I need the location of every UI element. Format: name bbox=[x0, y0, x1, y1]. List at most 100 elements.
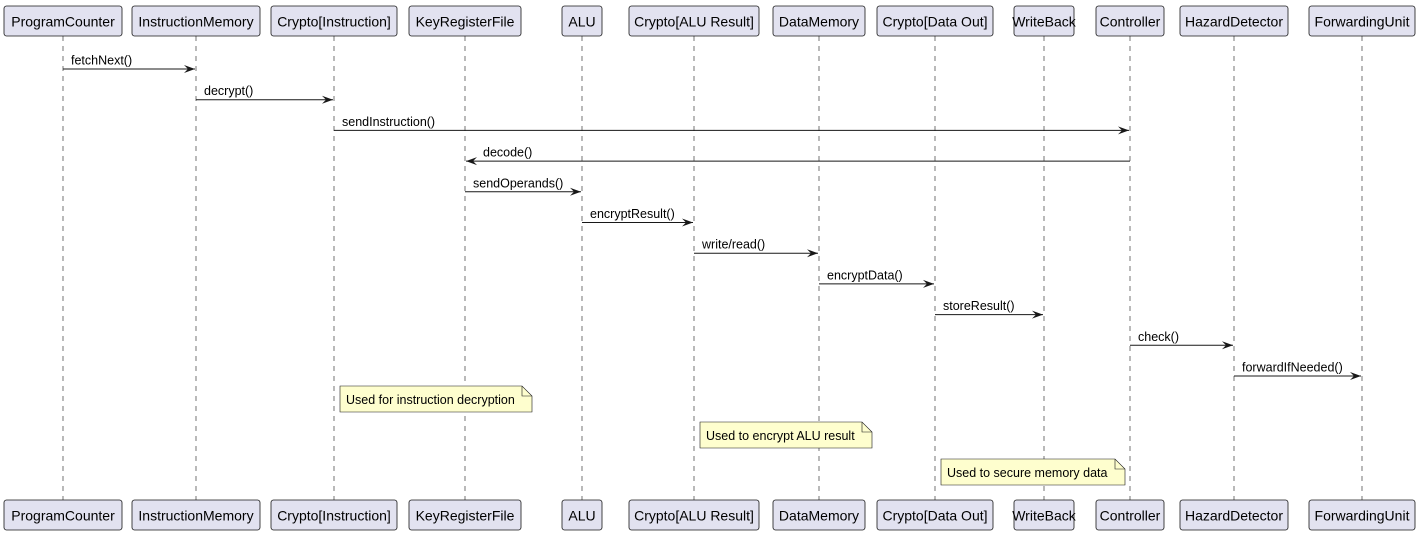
participant-label: ForwardingUnit bbox=[1315, 14, 1410, 30]
participant-box bbox=[1179, 499, 1289, 531]
message-label: write/read() bbox=[701, 238, 765, 252]
participant-box bbox=[628, 499, 760, 531]
note-crypto-data-out: Used to secure memory data bbox=[940, 458, 1126, 486]
participant-label: Crypto[ALU Result] bbox=[634, 508, 754, 524]
participant-top-hazarddetector: HazardDetector bbox=[1179, 5, 1289, 37]
arrowhead-icon bbox=[322, 95, 333, 104]
participant-bottom-keyregisterfile: KeyRegisterFile bbox=[408, 499, 522, 531]
participant-box bbox=[131, 499, 261, 531]
participant-bottom-alu: ALU bbox=[561, 499, 603, 531]
message-write-read: write/read() bbox=[694, 238, 818, 258]
participant-box bbox=[270, 499, 398, 531]
participant-label: InstructionMemory bbox=[138, 14, 253, 30]
participant-box bbox=[772, 5, 866, 37]
note-fold-icon bbox=[861, 422, 872, 433]
arrowhead-icon bbox=[1222, 341, 1233, 350]
participant-box bbox=[561, 499, 603, 531]
message-sendinstruction: sendInstruction() bbox=[334, 115, 1129, 135]
arrowhead-icon bbox=[682, 218, 693, 227]
participant-label: ALU bbox=[568, 508, 595, 524]
message-fetchnext: fetchNext() bbox=[63, 54, 195, 73]
message-decode: decode() bbox=[466, 146, 1130, 166]
participant-box bbox=[270, 5, 398, 37]
participant-top-controller: Controller bbox=[1095, 5, 1165, 37]
message-label: storeResult() bbox=[943, 299, 1015, 313]
participant-top-instructionmemory: InstructionMemory bbox=[131, 5, 261, 37]
participant-label: Crypto[Data Out] bbox=[882, 14, 987, 30]
participant-box bbox=[561, 5, 603, 37]
participant-box bbox=[131, 5, 261, 37]
participant-box bbox=[408, 5, 522, 37]
message-forwardifneeded: forwardIfNeeded() bbox=[1234, 361, 1361, 380]
message-sendoperands: sendOperands() bbox=[465, 176, 581, 196]
participant-box bbox=[876, 5, 994, 37]
note-box bbox=[940, 458, 1126, 486]
messages: fetchNext() decrypt() sendInstruction() dec… bbox=[63, 54, 1361, 380]
participant-top-crypto-data-out: Crypto[Data Out] bbox=[876, 5, 994, 37]
note-text: Used to encrypt ALU result bbox=[706, 429, 855, 443]
participant-label: Crypto[Instruction] bbox=[277, 508, 391, 524]
message-label: encryptData() bbox=[827, 268, 903, 282]
message-storeresult: storeResult() bbox=[935, 299, 1043, 319]
message-label: sendOperands() bbox=[473, 176, 563, 190]
participant-label: Controller bbox=[1100, 14, 1161, 30]
participant-box bbox=[1308, 5, 1416, 37]
participant-label: Controller bbox=[1100, 508, 1161, 524]
participant-box bbox=[876, 499, 994, 531]
message-label: sendInstruction() bbox=[342, 115, 435, 129]
participant-top-alu: ALU bbox=[561, 5, 603, 37]
participant-box bbox=[1095, 5, 1165, 37]
arrowhead-icon bbox=[1118, 126, 1129, 135]
participant-label: KeyRegisterFile bbox=[416, 508, 515, 524]
participant-top-writeback: WriteBack bbox=[1012, 5, 1077, 37]
note-text: Used for instruction decryption bbox=[346, 393, 515, 407]
participant-label: Crypto[ALU Result] bbox=[634, 14, 754, 30]
participant-bottom-forwardingunit: ForwardingUnit bbox=[1308, 499, 1416, 531]
participant-box bbox=[1308, 499, 1416, 531]
participant-label: WriteBack bbox=[1012, 508, 1077, 524]
participant-label: ForwardingUnit bbox=[1315, 508, 1410, 524]
message-label: forwardIfNeeded() bbox=[1242, 361, 1343, 375]
message-label: decode() bbox=[483, 146, 532, 160]
participant-box bbox=[772, 499, 866, 531]
participant-box bbox=[1013, 5, 1075, 37]
arrowhead-icon bbox=[466, 157, 477, 166]
note-fold-icon bbox=[1114, 459, 1125, 470]
participant-bottom-crypto-data-out: Crypto[Data Out] bbox=[876, 499, 994, 531]
participant-bottom-instructionmemory: InstructionMemory bbox=[131, 499, 261, 531]
lifelines bbox=[62, 36, 1363, 500]
message-label: encryptResult() bbox=[590, 207, 675, 221]
message-label: check() bbox=[1138, 330, 1179, 344]
participant-top-keyregisterfile: KeyRegisterFile bbox=[408, 5, 522, 37]
participant-label: KeyRegisterFile bbox=[416, 14, 515, 30]
participant-box bbox=[628, 5, 760, 37]
participant-box bbox=[3, 5, 123, 37]
note-box bbox=[339, 385, 533, 413]
participant-box bbox=[1179, 5, 1289, 37]
note-text: Used to secure memory data bbox=[947, 466, 1108, 480]
note-fold-icon bbox=[521, 386, 532, 397]
participant-bottom-crypto-alu-result: Crypto[ALU Result] bbox=[628, 499, 760, 531]
participant-box bbox=[3, 499, 123, 531]
message-check: check() bbox=[1130, 330, 1233, 350]
participant-bottom-controller: Controller bbox=[1095, 499, 1165, 531]
participant-top-programcounter: ProgramCounter bbox=[3, 5, 123, 37]
participant-bottom-programcounter: ProgramCounter bbox=[3, 499, 123, 531]
arrowhead-icon bbox=[807, 249, 818, 258]
note-crypto-alu-result: Used to encrypt ALU result bbox=[699, 421, 873, 449]
participant-label: Crypto[Data Out] bbox=[882, 508, 987, 524]
participant-box bbox=[1095, 499, 1165, 531]
participant-bottom-hazarddetector: HazardDetector bbox=[1179, 499, 1289, 531]
participant-label: HazardDetector bbox=[1185, 508, 1283, 524]
arrowhead-icon bbox=[1350, 372, 1361, 380]
participant-label: InstructionMemory bbox=[138, 508, 253, 524]
participant-top-crypto-alu-result: Crypto[ALU Result] bbox=[628, 5, 760, 37]
note-crypto-instruction: Used for instruction decryption bbox=[339, 385, 533, 413]
participant-box bbox=[408, 499, 522, 531]
message-label: decrypt() bbox=[204, 84, 253, 98]
arrowhead-icon bbox=[184, 65, 195, 73]
message-encryptdata: encryptData() bbox=[819, 268, 934, 288]
